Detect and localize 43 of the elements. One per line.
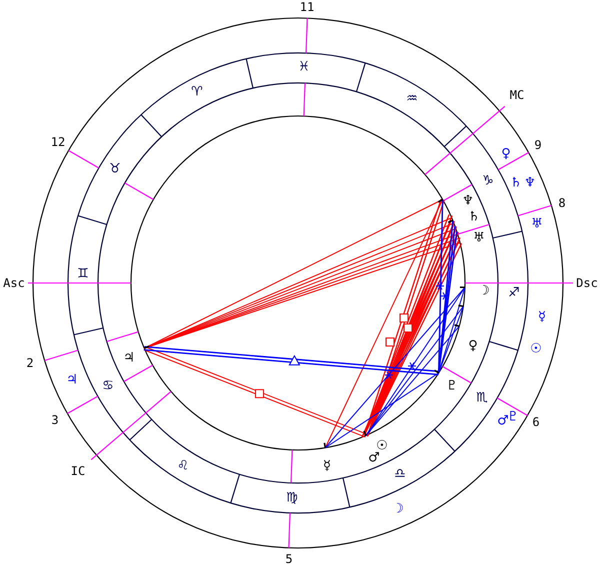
planet-symbol: ♃ bbox=[123, 350, 135, 368]
planet-symbol: ♇ bbox=[507, 410, 519, 426]
house-number: 5 bbox=[285, 552, 293, 568]
zodiac-sign-symbol: ♓ bbox=[298, 60, 310, 76]
house-number: 11 bbox=[300, 0, 314, 16]
planet-symbol: ♆ bbox=[524, 176, 536, 192]
planet-symbol: ♂ bbox=[368, 450, 380, 468]
planet-symbol: ♄ bbox=[510, 176, 522, 192]
planet-symbol: ♇ bbox=[446, 378, 458, 396]
planet-symbol: ☿ bbox=[323, 458, 331, 476]
angle-label: Dsc bbox=[576, 276, 598, 292]
planet-symbol: ♅ bbox=[473, 230, 485, 248]
angle-label: MC bbox=[510, 88, 524, 104]
planet-symbol: ☉ bbox=[530, 342, 542, 358]
planet-symbol: ♅ bbox=[531, 216, 543, 234]
planet-symbol: ☽ bbox=[478, 284, 490, 300]
zodiac-sign-symbol: ♒ bbox=[406, 92, 418, 108]
zodiac-sign-symbol: ♊ bbox=[77, 266, 89, 284]
zodiac-sign-symbol: ♈ bbox=[191, 84, 203, 102]
zodiac-sign-symbol: ♍ bbox=[286, 490, 298, 508]
angle-label: IC bbox=[70, 464, 86, 480]
planet-symbol: ♆ bbox=[462, 194, 474, 210]
planet-symbol: ♀ bbox=[501, 146, 511, 164]
house-number: 3 bbox=[51, 413, 59, 429]
zodiac-sign-symbol: ♋ bbox=[102, 378, 114, 396]
zodiac-sign-symbol: ♉ bbox=[109, 162, 121, 178]
angle-label: Asc bbox=[3, 276, 25, 292]
house-number: 8 bbox=[558, 196, 566, 212]
planet-symbol: ♄ bbox=[468, 210, 480, 226]
house-number: 2 bbox=[26, 356, 34, 372]
zodiac-sign-symbol: ♏ bbox=[476, 390, 488, 408]
house-number: 6 bbox=[532, 415, 540, 431]
zodiac-sign-symbol: ♎ bbox=[394, 466, 406, 484]
planet-symbol: ☿ bbox=[538, 310, 546, 326]
house-number: 9 bbox=[534, 138, 542, 154]
planet-symbol: ♂ bbox=[497, 414, 509, 430]
house-number: 12 bbox=[50, 135, 66, 151]
planet-symbol: ☽ bbox=[392, 502, 404, 518]
planet-symbol: ♀ bbox=[468, 338, 478, 356]
zodiac-sign-symbol: ♑ bbox=[482, 174, 494, 190]
zodiac-sign-symbol: ♌ bbox=[177, 458, 189, 476]
planet-symbol: ♃ bbox=[66, 372, 78, 390]
zodiac-sign-symbol: ♐ bbox=[508, 286, 520, 302]
